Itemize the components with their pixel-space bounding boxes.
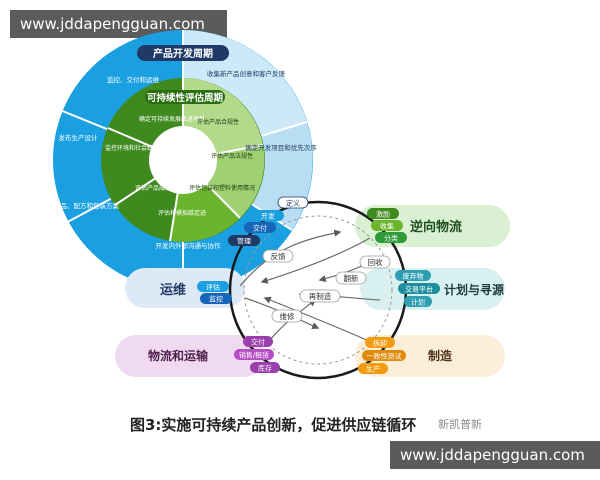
step-develop: 开发 (261, 212, 275, 221)
step-group-manufacturing: 拆卸 一致性测试 生产 (358, 337, 406, 374)
outer-segment-label: 收集新产品创意和客户反馈 (207, 69, 286, 78)
step-produce: 生产 (366, 365, 380, 374)
step-sale-lease: 销售/租赁 (239, 351, 269, 360)
flow-label-remanufacture: 再制造 (309, 291, 332, 301)
flow-label-refurbish: 翻新 (344, 273, 359, 283)
outer-segment-label: 发布生产设计 (59, 133, 99, 142)
outer-segment-label: 监控、交付和运维 (107, 75, 160, 84)
outer-segment-label: 确定开发项目和优先次序 (245, 143, 317, 152)
middle-segment-label: 监控环境和社会绩效 (105, 144, 159, 152)
step-group-reverse: 激励 收集 分类 (367, 208, 407, 243)
step-group-plan: 废弃物 交易平台 计划 (395, 270, 440, 307)
step-classify: 分类 (384, 234, 398, 243)
section-title-operations: 运维 (160, 282, 186, 298)
section-title-plan-source: 计划与寻源 (444, 282, 504, 297)
flow-label-recycle: 回收 (368, 257, 383, 267)
step-group-logistics: 交付 销售/租赁 库存 (234, 336, 280, 373)
outer-segment-label: 开发内外部沟通与协作 (156, 241, 222, 250)
band-logistics (115, 335, 265, 377)
step-consistency-test: 一致性测试 (367, 352, 402, 361)
inner-dashed-cycle (243, 215, 393, 365)
middle-segment-label: 评估包装和塑料使用情况 (189, 184, 255, 192)
step-evaluate: 评估 (206, 283, 220, 292)
watermark-bottom: www.jddapengguan.com (390, 441, 600, 469)
middle-segment-label: 评估产品法规性 (211, 152, 253, 160)
step-group-operations: 评估 监控 (197, 281, 232, 304)
step-deliver-logistics: 交付 (251, 338, 265, 347)
section-title-manufacturing: 制造 (428, 348, 453, 363)
section-title-reverse-logistics: 逆向物流 (410, 219, 462, 235)
middle-segment-label: 评估产品合规性 (197, 118, 239, 126)
flow-label-feedback: 反馈 (271, 251, 286, 261)
section-title-logistics: 物流和运输 (148, 348, 209, 363)
middle-title-pill (145, 90, 225, 104)
ring-center (149, 126, 217, 194)
step-define: 定义 (286, 199, 300, 208)
step-group-development: 定义 开发 交付 管理 (228, 196, 309, 246)
flow-label-repair: 维修 (280, 311, 295, 321)
step-monitor: 监控 (209, 295, 223, 304)
middle-segment-label: 确定可持续发展改进项目 (139, 115, 205, 123)
middle-segment-label: 评估产品成本 (135, 184, 171, 192)
publisher-logo-text: 新凯普新 (438, 418, 482, 431)
step-plan: 计划 (411, 298, 425, 307)
middle-segment-label: 评估和模拟碳足迹 (158, 209, 206, 217)
step-incentive: 激励 (376, 210, 390, 219)
outer-title: 产品开发周期 (153, 47, 213, 60)
step-trading-platform: 交易平台 (405, 285, 433, 294)
outer-title-pill (137, 45, 229, 61)
step-disassemble: 拆卸 (373, 339, 387, 348)
figure-caption: 图3:实施可持续产品创新，促进供应链循环 (130, 416, 417, 434)
watermark-top: www.jddapengguan.com (10, 10, 227, 38)
step-deliver: 交付 (253, 224, 267, 233)
step-manage: 管理 (237, 237, 251, 246)
middle-title: 可持续性评估周期 (147, 92, 223, 104)
step-inventory: 库存 (258, 364, 272, 373)
step-waste: 废弃物 (403, 272, 424, 281)
step-collect: 收集 (380, 222, 394, 231)
outer-segment-label: 设计产品、配方和包装方案 (41, 201, 120, 210)
